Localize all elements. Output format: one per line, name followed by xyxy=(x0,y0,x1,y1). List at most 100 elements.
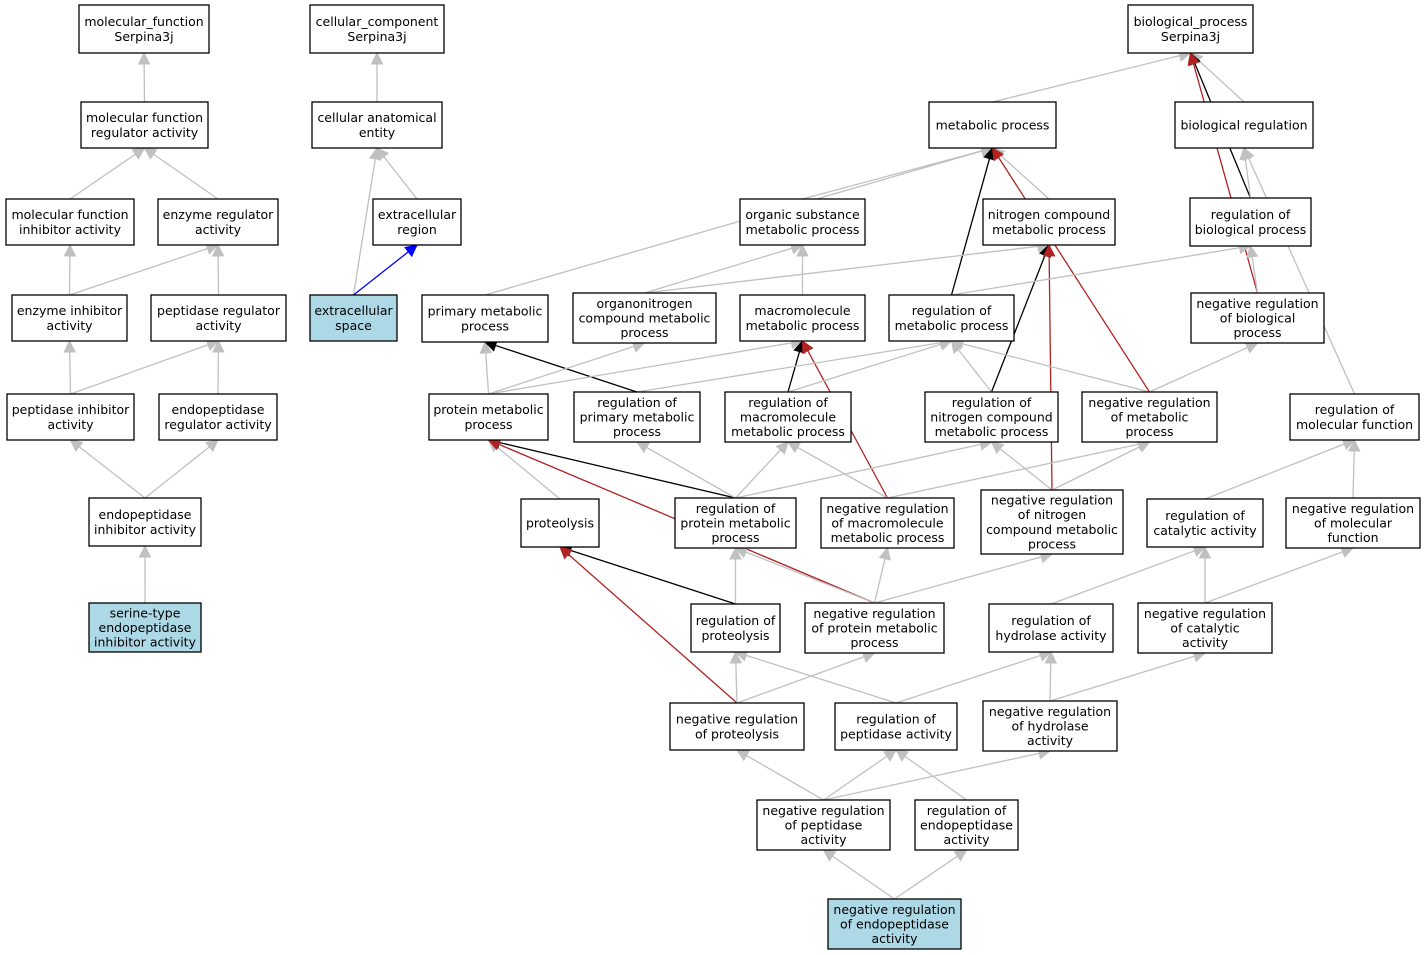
node-label-line: of peptidase xyxy=(785,818,863,833)
go-term-node[interactable]: proteolysis xyxy=(520,498,600,548)
node-label-line: regulation of xyxy=(1011,613,1091,628)
node-label-line: regulation of xyxy=(927,803,1007,818)
edge-is-a xyxy=(479,340,493,395)
node-label-line: peptidase regulator xyxy=(157,303,281,318)
node-label-line: of biological xyxy=(1220,311,1296,326)
edge-is-a xyxy=(1204,546,1355,604)
node-box xyxy=(372,198,462,246)
node-label-line: metabolic process xyxy=(746,222,860,237)
node-box xyxy=(1081,391,1218,443)
node-box xyxy=(11,294,128,342)
edge-is-a xyxy=(735,441,789,499)
node-label-line: inhibitor activity xyxy=(94,522,197,537)
edge-is-a xyxy=(370,51,384,102)
edge-is-a xyxy=(729,546,742,604)
edge-is-a xyxy=(1242,146,1356,395)
edge-is-a xyxy=(895,649,1053,704)
node-box xyxy=(982,198,1116,246)
node-label-line: process xyxy=(1233,325,1281,340)
node-label-line: regulator activity xyxy=(164,417,272,432)
edge-is-a xyxy=(1198,545,1212,603)
node-label-line: nitrogen compound xyxy=(988,207,1110,222)
edge-is-a xyxy=(69,439,146,499)
node-box xyxy=(914,799,1019,851)
edge-is-a xyxy=(212,339,225,395)
node-box xyxy=(690,603,781,653)
edge-is-a xyxy=(644,242,804,294)
node-label-line: inhibitor activity xyxy=(94,635,197,650)
node-box xyxy=(980,489,1124,555)
go-term-node[interactable]: metabolic process xyxy=(928,101,1057,149)
node-box xyxy=(309,294,398,342)
edge-is-a xyxy=(1049,650,1207,702)
node-label-line: activity xyxy=(47,417,94,432)
node-label-line: activity xyxy=(800,832,847,847)
node-label-line: regulation of xyxy=(952,395,1032,410)
node-label-line: activity xyxy=(195,222,242,237)
node-label-line: serine-type xyxy=(110,605,181,620)
node-label-line: nitrogen compound xyxy=(930,410,1052,425)
node-label-line: inhibitor activity xyxy=(19,222,122,237)
node-label-line: process xyxy=(620,325,668,340)
edge-is-a xyxy=(63,243,77,296)
node-label-line: negative regulation xyxy=(813,606,935,621)
node-label-line: region xyxy=(397,222,437,237)
node-label-line: regulation of xyxy=(1165,508,1245,523)
node-label-line: process xyxy=(850,635,898,650)
node-label-line: negative regulation xyxy=(1292,501,1414,516)
go-term-node[interactable]: biological regulation xyxy=(1174,101,1314,149)
node-box xyxy=(924,391,1059,443)
node-label-line: regulation of xyxy=(696,613,776,628)
node-label-line: activity xyxy=(46,318,93,333)
node-label-line: macromolecule xyxy=(740,410,836,425)
node-box xyxy=(157,198,279,246)
node-label-line: activity xyxy=(195,318,242,333)
node-box xyxy=(988,603,1114,653)
